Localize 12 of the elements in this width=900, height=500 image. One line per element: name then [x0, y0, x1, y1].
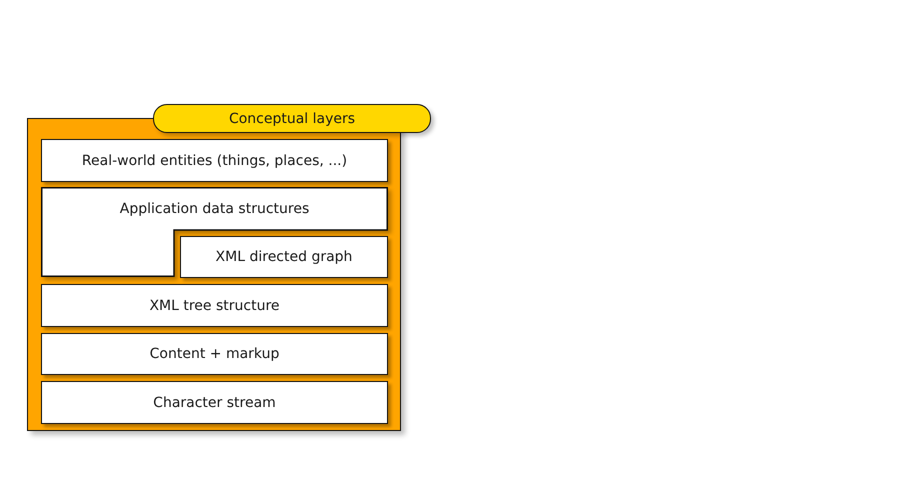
layer-label: Real-world entities (things, places, ...) [82, 152, 348, 168]
panel-title-tab: Conceptual layers [153, 104, 431, 133]
layer-label: XML directed graph [216, 249, 352, 265]
layer-box [41, 139, 388, 182]
layer-box [41, 333, 388, 375]
layer-box [180, 236, 388, 278]
layer-label: Application data structures [120, 200, 310, 216]
layer-label: Content + markup [150, 346, 280, 362]
layer-box [41, 284, 388, 327]
layer-box [41, 381, 388, 424]
layer-label: Character stream [153, 394, 276, 410]
layer-label: XML tree structure [149, 298, 280, 314]
